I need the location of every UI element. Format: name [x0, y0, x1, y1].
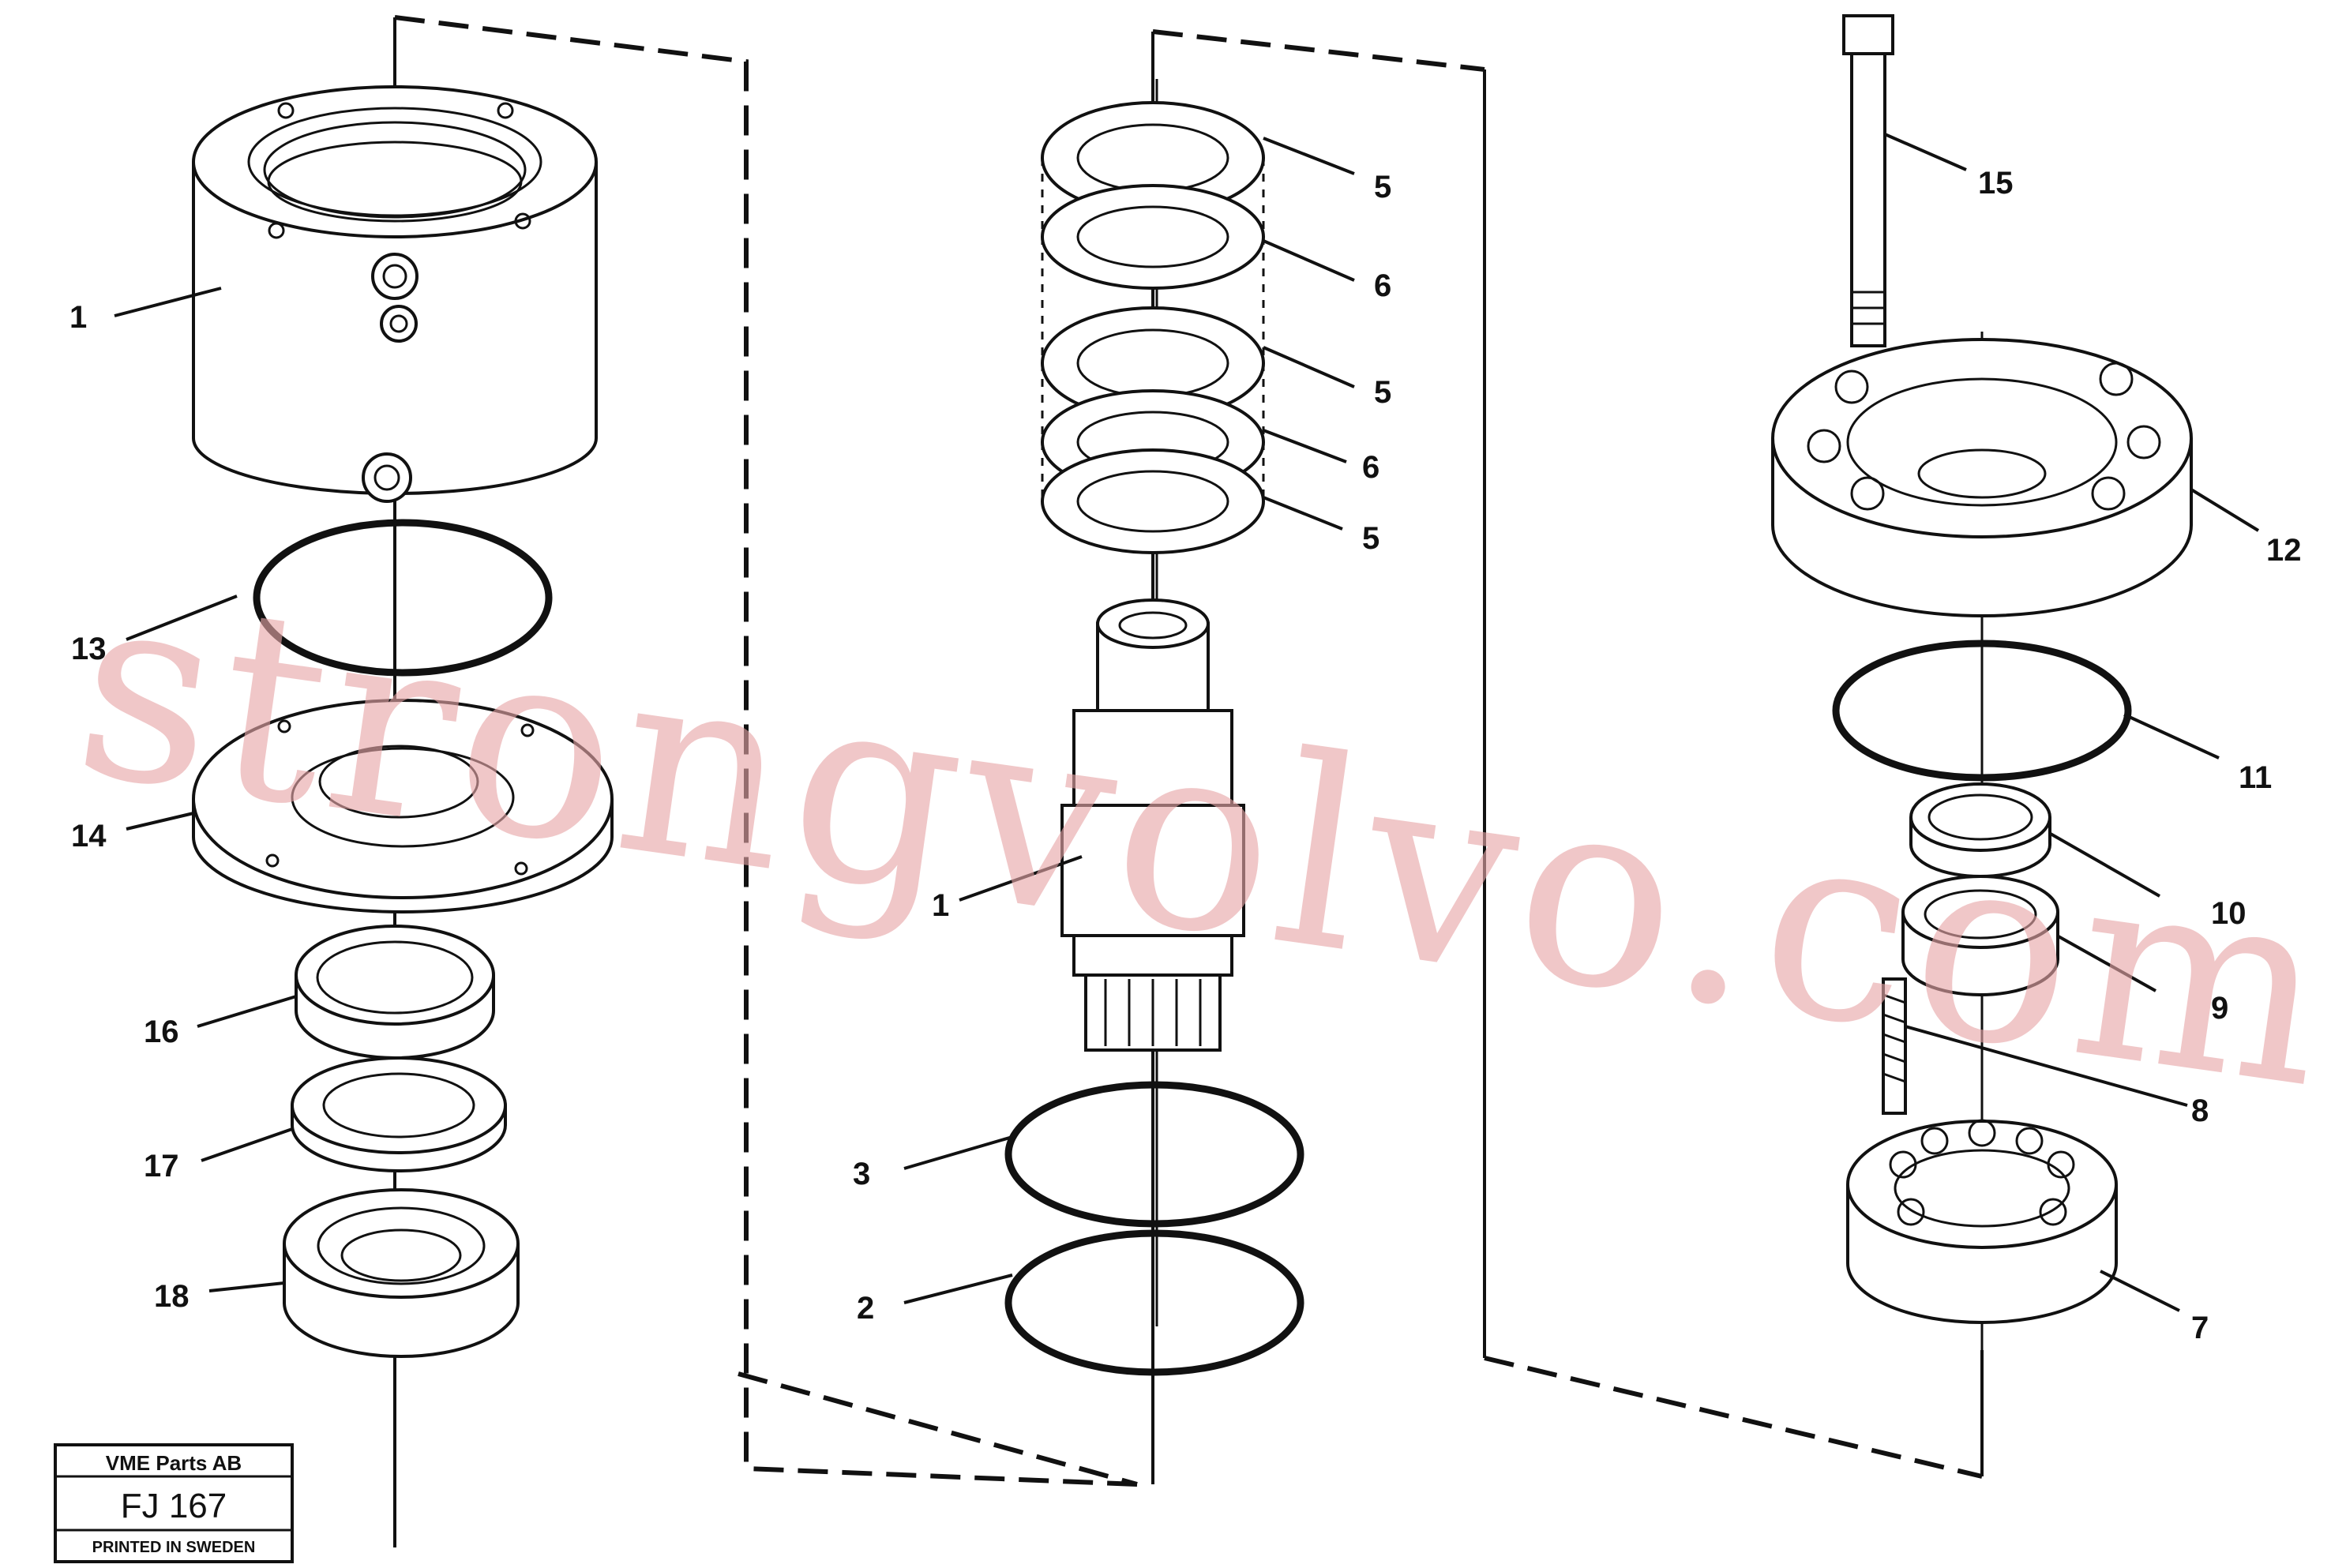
- title-block-code: FJ 167: [121, 1487, 227, 1525]
- leader-18: [208, 1281, 285, 1292]
- callout-5-top: 5: [1374, 170, 1391, 204]
- leader-8: [1905, 1025, 2188, 1107]
- leader-13: [126, 595, 238, 641]
- seal-part-10: [1909, 782, 2051, 878]
- leader-lines: [114, 133, 2260, 1312]
- callout-9: 9: [2211, 991, 2228, 1026]
- callout-15: 15: [1978, 166, 2014, 201]
- flange-part-12: [1771, 338, 2193, 617]
- leader-6-top: [1263, 239, 1355, 282]
- leader-6-mid: [1263, 429, 1347, 463]
- ring-part-17: [291, 1056, 507, 1172]
- leader-7: [2100, 1270, 2180, 1312]
- callout-11: 11: [2239, 760, 2272, 795]
- o-ring-11: [1832, 640, 2132, 782]
- bearing-part-9: [1901, 875, 2059, 996]
- callout-16: 16: [144, 1015, 179, 1049]
- leader-17: [201, 1127, 293, 1162]
- leader-10: [2048, 831, 2160, 898]
- callout-3: 3: [853, 1157, 870, 1191]
- leader-11: [2123, 713, 2220, 760]
- callout-18: 18: [154, 1279, 190, 1314]
- seal-part-16: [295, 925, 495, 1060]
- callout-17: 17: [144, 1149, 179, 1184]
- leader-5-top: [1263, 137, 1355, 175]
- callout-8: 8: [2191, 1093, 2209, 1128]
- callout-7: 7: [2191, 1311, 2209, 1345]
- callout-5-mid: 5: [1374, 375, 1391, 410]
- leader-12: [2190, 488, 2260, 532]
- leader-5-bot: [1263, 496, 1343, 531]
- right-frame-bottom: [1484, 1356, 1983, 1479]
- title-block-frame: [54, 1443, 294, 1563]
- callout-13: 13: [71, 632, 107, 666]
- bearing-part-18: [283, 1188, 520, 1358]
- leader-2: [903, 1274, 1013, 1304]
- leader-1-center: [959, 855, 1083, 902]
- left-stack: [192, 24, 614, 1366]
- title-block-printed: PRINTED IN SWEDEN: [92, 1539, 256, 1556]
- callout-6-top: 6: [1374, 268, 1391, 303]
- right-stack: [1771, 14, 2193, 1358]
- leader-16: [197, 995, 297, 1028]
- left-frame-bottom: [738, 1371, 1138, 1487]
- callout-1-left: 1: [69, 300, 87, 335]
- leader-5-mid: [1263, 346, 1355, 388]
- callout-14: 14: [71, 819, 107, 853]
- o-ring-3: [1004, 1081, 1304, 1228]
- callout-10: 10: [2211, 896, 2247, 931]
- title-block: VME Parts AB FJ 167 PRINTED IN SWEDEN: [54, 1443, 294, 1563]
- bolt-part-15: [1842, 14, 1894, 347]
- leader-1-left: [114, 287, 222, 317]
- callout-numbers: 1 13 14 16 17 18 5 6 5 6 5 1 3 2 15 12 1…: [69, 166, 2302, 1345]
- leader-9: [2056, 934, 2156, 992]
- leader-14: [126, 812, 194, 831]
- callout-12: 12: [2266, 533, 2302, 568]
- housing-part: [192, 85, 598, 503]
- spring-part-8: [1882, 977, 1907, 1115]
- left-frame-dash: [394, 15, 1138, 1487]
- callout-6-mid: 6: [1362, 450, 1379, 485]
- callout-2: 2: [857, 1291, 874, 1326]
- friction-discs: [1041, 101, 1265, 554]
- o-ring-2: [1004, 1229, 1304, 1376]
- callout-1-center: 1: [932, 888, 949, 923]
- drive-shaft-part: [1060, 598, 1245, 1052]
- o-ring-13: [253, 519, 553, 677]
- center-stack: [1004, 79, 1304, 1376]
- callout-5-bot: 5: [1362, 521, 1379, 556]
- piston-part-7: [1846, 1119, 2118, 1324]
- title-block-company: VME Parts AB: [106, 1451, 242, 1475]
- right-frame-top: [1152, 29, 1485, 72]
- flange-part-14: [192, 699, 614, 913]
- leader-3: [903, 1135, 1013, 1170]
- leader-15: [1884, 133, 1967, 171]
